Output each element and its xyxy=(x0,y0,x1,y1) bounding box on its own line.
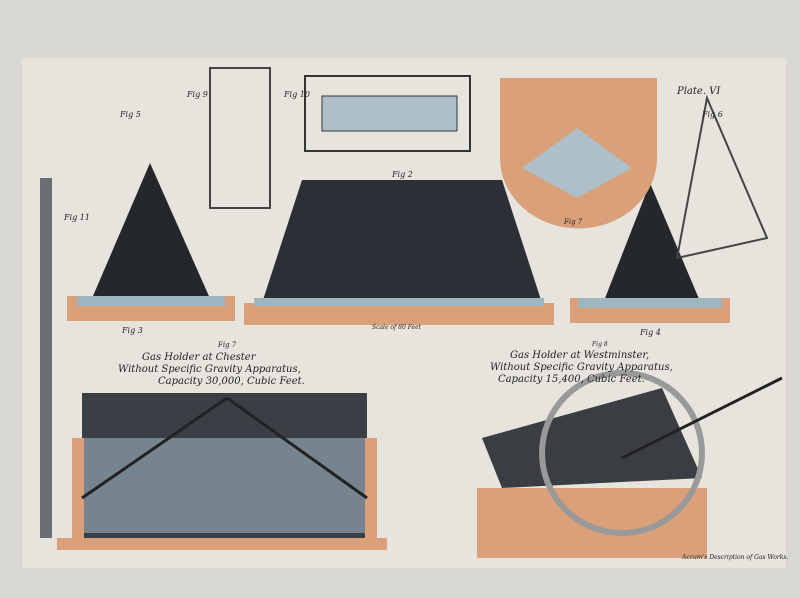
fig11-column xyxy=(40,178,52,538)
westminster-line1: Gas Holder at Westminster, xyxy=(510,350,650,361)
westminster-line3: Capacity 15,400, Cubic Feet. xyxy=(498,374,645,385)
fig8-holder xyxy=(482,388,702,488)
fig10-label: Fig 10 xyxy=(284,90,310,99)
fig5-label: Fig 5 xyxy=(120,110,141,119)
plate-drawing xyxy=(40,67,783,558)
fig6-label: Fig 6 xyxy=(702,110,723,119)
fig2-tank xyxy=(244,303,554,325)
fig3-label: Fig 3 xyxy=(122,326,143,335)
fig2-holder xyxy=(262,180,542,303)
chester-line1: Gas Holder at Chester xyxy=(142,352,256,363)
fig11-label: Fig 11 xyxy=(64,213,90,222)
chester-line3: Capacity 30,000, Cubic Feet. xyxy=(158,376,305,387)
fig7-label: Fig 7 xyxy=(218,341,237,349)
fig2-label: Fig 2 xyxy=(392,170,413,179)
fig8-label: Fig 8 xyxy=(592,341,608,348)
fig9-label: Fig 9 xyxy=(187,90,208,99)
westminster-line2: Without Specific Gravity Apparatus, xyxy=(490,362,673,373)
scale-text: Scale of 80 Feet xyxy=(372,324,422,331)
fig10-frame xyxy=(304,75,471,152)
fig4-cone xyxy=(602,183,702,306)
chester-line2: Without Specific Gravity Apparatus, xyxy=(118,364,301,375)
fig4-label: Fig 4 xyxy=(640,328,661,337)
fig7-arch-label: Fig 7 xyxy=(564,218,583,226)
fig8-base xyxy=(477,488,707,558)
engraved-plate: Plate. VI Fig 5 Fig 6 Fig 9 Fig 10 Fig 1… xyxy=(22,58,789,568)
plate-title: Plate. VI xyxy=(677,86,721,97)
fig3-cone xyxy=(90,163,212,303)
credit-line: Accum's Description of Gas Works. xyxy=(682,554,789,561)
